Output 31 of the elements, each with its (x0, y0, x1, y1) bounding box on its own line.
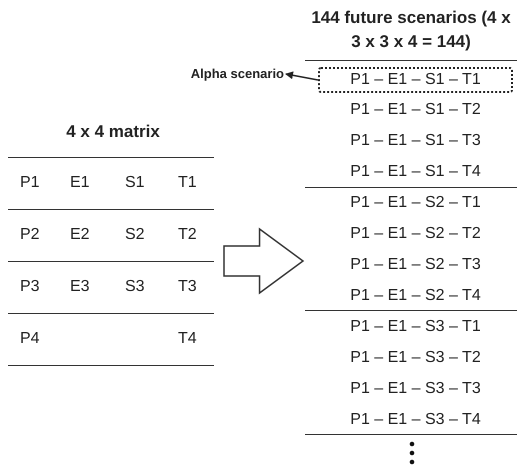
table-cell: S1 (125, 173, 145, 193)
scenario-text: P1 – E1 – S1 – T2 (349, 100, 482, 120)
table-cell: T1 (178, 173, 197, 193)
scenario-text: P1 – E1 – S2 – T1 (349, 193, 482, 213)
table-cell: P4 (20, 329, 40, 349)
list-title: 144 future scenarios (4 x 3 x 3 x 4 = 144) (310, 7, 512, 53)
table-cell: P2 (20, 225, 40, 245)
table-cell: T2 (178, 225, 197, 245)
scenario-text: P1 – E1 – S3 – T3 (349, 379, 482, 399)
scenario-text: P1 – E1 – S2 – T4 (349, 286, 482, 306)
highlighted-scenario: P1 – E1 – S1 – T1 (318, 67, 513, 93)
scenario-text: P1 – E1 – S2 – T2 (349, 224, 482, 244)
table-cell: S3 (125, 277, 145, 297)
scenario-text: P1 – E1 – S3 – T1 (349, 317, 482, 337)
scenario-text: P1 – E1 – S3 – T2 (349, 348, 482, 368)
leader-line (285, 71, 318, 81)
callout-text: Alpha scenario (148, 64, 284, 84)
scenario-text: P1 – E1 – S1 – T4 (349, 162, 482, 182)
table-title: 4 x 4 matrix (65, 121, 161, 143)
table-cell: T4 (178, 329, 197, 349)
block-arrow (223, 228, 304, 294)
scenario-text: P1 – E1 – S3 – T4 (349, 410, 482, 430)
table-cell: E3 (70, 277, 90, 297)
table-cell: E1 (70, 173, 90, 193)
scenario-text: P1 – E1 – S2 – T3 (349, 255, 482, 275)
table-cell: P1 (20, 173, 40, 193)
table-cell: E2 (70, 225, 90, 245)
table-cell: P3 (20, 277, 40, 297)
table-cell: S2 (125, 225, 145, 245)
table-cell: T3 (178, 277, 197, 297)
scenario-text: P1 – E1 – S1 – T3 (349, 131, 482, 151)
